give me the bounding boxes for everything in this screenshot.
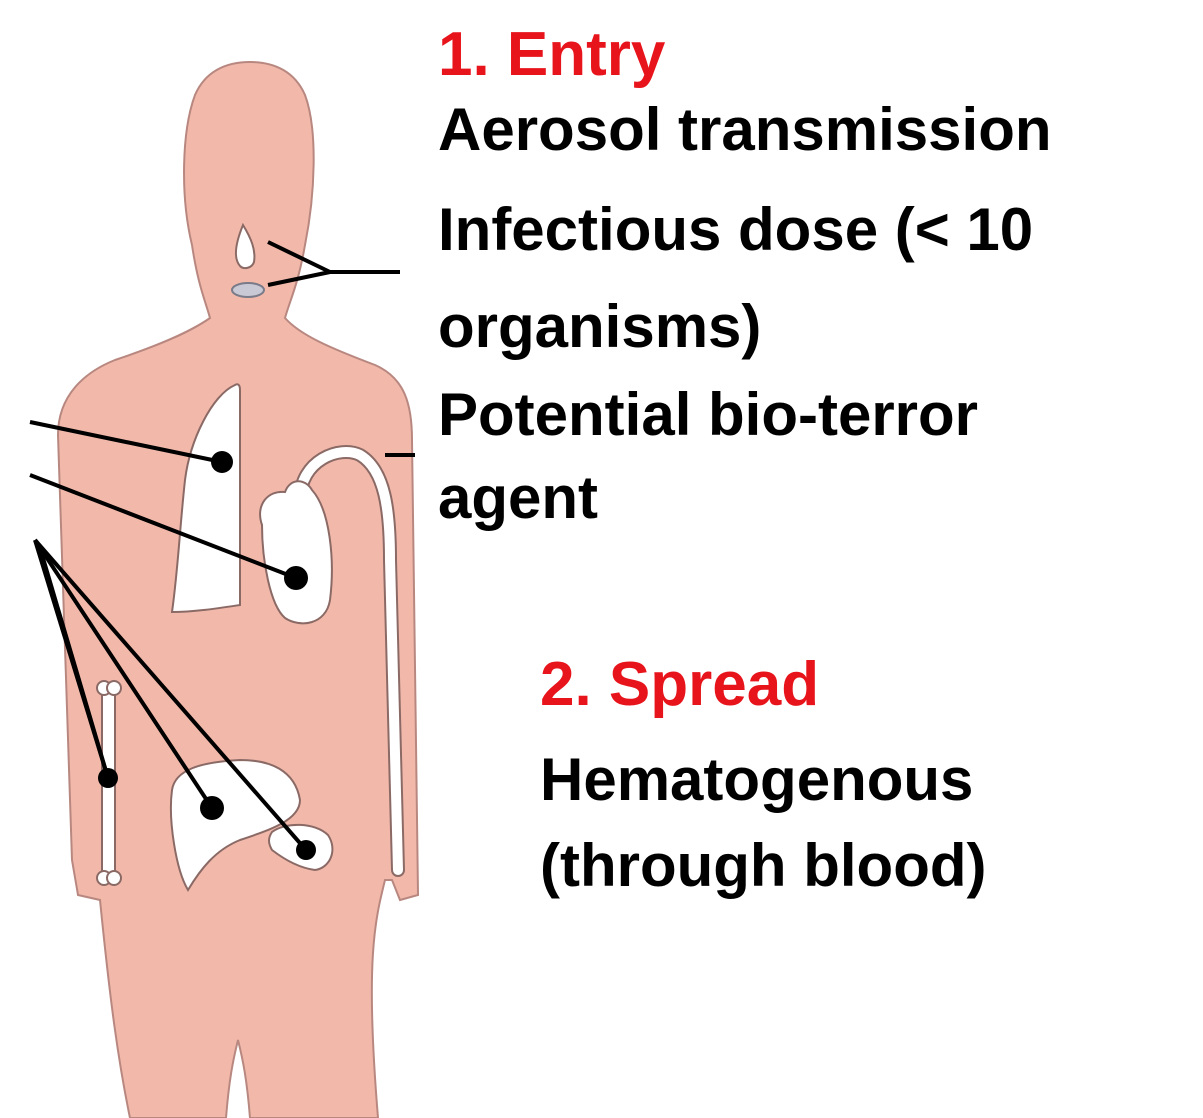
spread-line-2: (through blood) — [540, 836, 986, 896]
entry-line-4: Potential bio-terror — [438, 385, 978, 445]
entry-heading: 1. Entry — [438, 24, 665, 86]
heart-marker — [284, 566, 308, 590]
lung-marker — [211, 451, 233, 473]
spread-heading: 2. Spread — [540, 654, 819, 716]
entry-line-3: organisms) — [438, 297, 761, 357]
entry-line-5: agent — [438, 468, 598, 528]
spread-line-1: Hematogenous — [540, 750, 973, 810]
liver-marker — [200, 796, 224, 820]
entry-line-2: Infectious dose (< 10 — [438, 200, 1033, 260]
bone-marker — [98, 768, 118, 788]
entry-line-1: Aerosol transmission — [438, 100, 1052, 160]
mouth-icon — [232, 283, 264, 297]
spleen-marker — [296, 840, 316, 860]
